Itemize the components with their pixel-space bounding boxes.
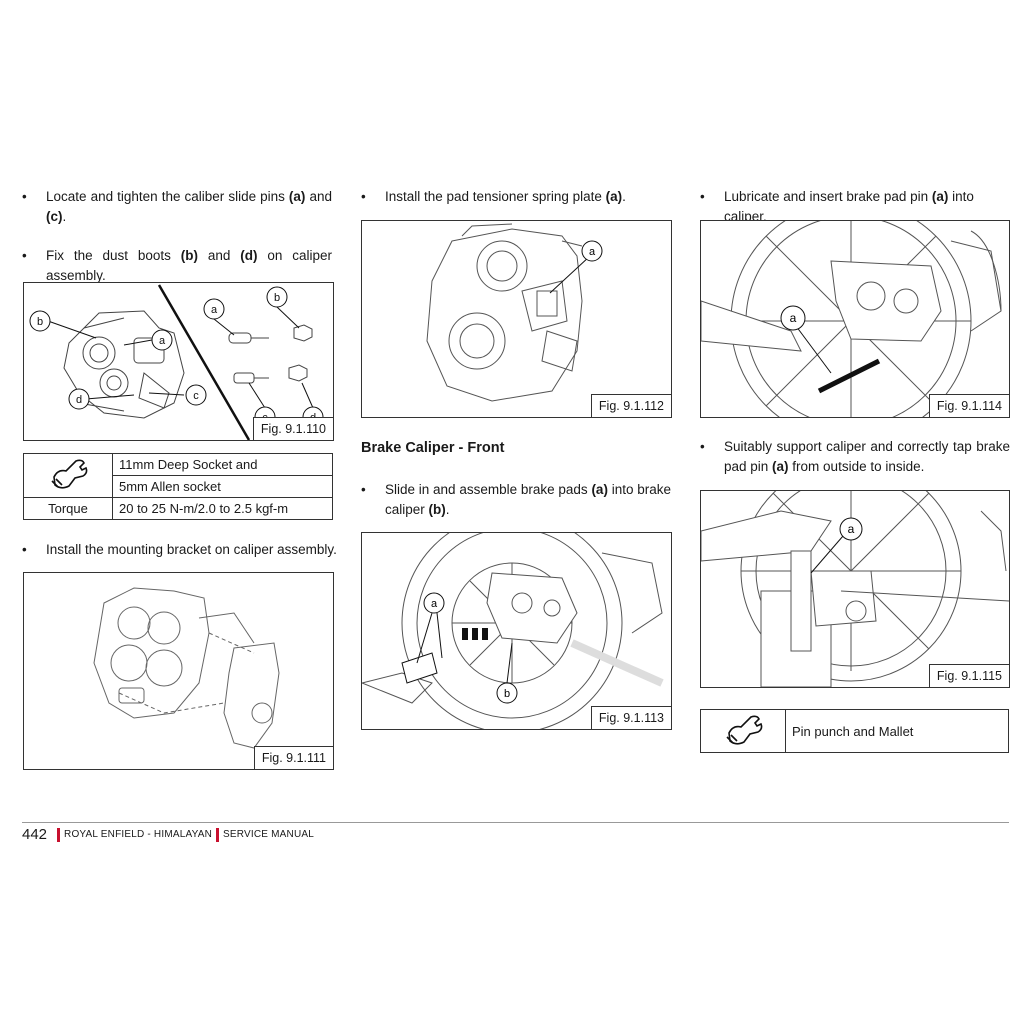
figure-label: Fig. 9.1.113 xyxy=(590,706,671,729)
figure-9-1-111: Fig. 9.1.111 xyxy=(23,572,334,770)
pad-tensioner-plate-illustration: a xyxy=(426,223,603,402)
bullet-dot: • xyxy=(22,542,27,557)
figure-label: Fig. 9.1.112 xyxy=(590,394,671,417)
callout-a: a xyxy=(790,311,797,325)
col3-bullet-1: • Lubricate and insert brake pad pin (a)… xyxy=(700,189,974,224)
section-heading: Brake Caliper - Front xyxy=(361,440,505,456)
tool-wrench-hand-icon xyxy=(51,459,88,489)
bullet-dot: • xyxy=(361,189,366,204)
figure-9-1-114: a Fig. 9.1.114 xyxy=(700,220,1010,418)
col1-bullet-3: • Install the mounting bracket on calipe… xyxy=(22,540,337,560)
col2-bullet-1: • Install the pad tensioner spring plate… xyxy=(361,187,671,207)
tool-wrench-hand-icon xyxy=(726,715,763,745)
tap-brake-pad-pin-illustration: a xyxy=(701,491,1009,687)
page-number: 442 xyxy=(22,826,48,843)
callout-d: d xyxy=(76,394,82,406)
bullet-dot: • xyxy=(361,482,366,497)
col1-bullet-2: • Fix the dust boots (b) and (d) on cali… xyxy=(22,248,333,283)
brake-pads-assembly-illustration: a b xyxy=(362,533,664,729)
callout-a: a xyxy=(159,335,166,347)
callout-a-2: a xyxy=(211,304,218,316)
page-footer: 442 ROYAL ENFIELD - HIMALAYAN SERVICE MA… xyxy=(22,826,314,843)
bullet-dot: • xyxy=(22,189,27,204)
brake-pad-pin-insert-illustration: a xyxy=(701,221,1002,417)
callout-a: a xyxy=(848,522,855,536)
footer-divider xyxy=(22,822,1009,823)
col1-bullet-1: • Locate and tighten the caliber slide p… xyxy=(22,189,332,224)
tool-torque-table: 11mm Deep Socket and 5mm Allen socket To… xyxy=(23,453,333,520)
figure-label: Fig. 9.1.114 xyxy=(928,394,1009,417)
col2-bullet-2: • Slide in and assemble brake pads (a) i… xyxy=(361,482,671,517)
torque-value: 20 to 25 N-m/2.0 to 2.5 kgf-m xyxy=(112,497,333,520)
torque-label: Torque xyxy=(23,497,113,520)
callout-b-2: b xyxy=(274,292,280,304)
bullet-dot: • xyxy=(22,248,27,263)
caliper-slide-pins-illustration: b a d c a b c d xyxy=(29,284,324,440)
tool-table: Pin punch and Mallet xyxy=(700,709,1009,753)
figure-label: Fig. 9.1.115 xyxy=(928,664,1009,687)
footer-brand: ROYAL ENFIELD - HIMALAYAN xyxy=(64,829,213,840)
callout-a: a xyxy=(431,598,438,610)
figure-9-1-112: a Fig. 9.1.112 xyxy=(361,220,672,418)
footer-manual: SERVICE MANUAL xyxy=(223,829,315,840)
tool-line-2: 5mm Allen socket xyxy=(112,475,333,498)
figure-9-1-115: a Fig. 9.1.115 xyxy=(700,490,1010,688)
bullet-dot: • xyxy=(700,439,705,454)
callout-b: b xyxy=(37,316,43,328)
tool-cell xyxy=(23,453,113,498)
footer-accent-bar xyxy=(216,827,220,842)
col3-bullet-2: • Suitably support caliper and correctly… xyxy=(700,439,1010,474)
figure-label: Fig. 9.1.110 xyxy=(252,417,333,440)
callout-c: c xyxy=(193,390,199,402)
tool-line-1: 11mm Deep Socket and xyxy=(112,453,333,476)
callout-a: a xyxy=(589,246,596,258)
mounting-bracket-illustration xyxy=(93,587,280,749)
callout-b: b xyxy=(504,688,510,700)
figure-9-1-110: b a d c a b c d Fig. 9.1.110 xyxy=(23,282,334,441)
tool-name: Pin punch and Mallet xyxy=(785,709,1009,753)
footer-accent-bar xyxy=(57,827,61,842)
figure-label: Fig. 9.1.111 xyxy=(253,746,333,769)
tool-cell xyxy=(700,709,786,753)
figure-9-1-113: a b Fig. 9.1.113 xyxy=(361,532,672,730)
bullet-dot: • xyxy=(700,189,705,204)
